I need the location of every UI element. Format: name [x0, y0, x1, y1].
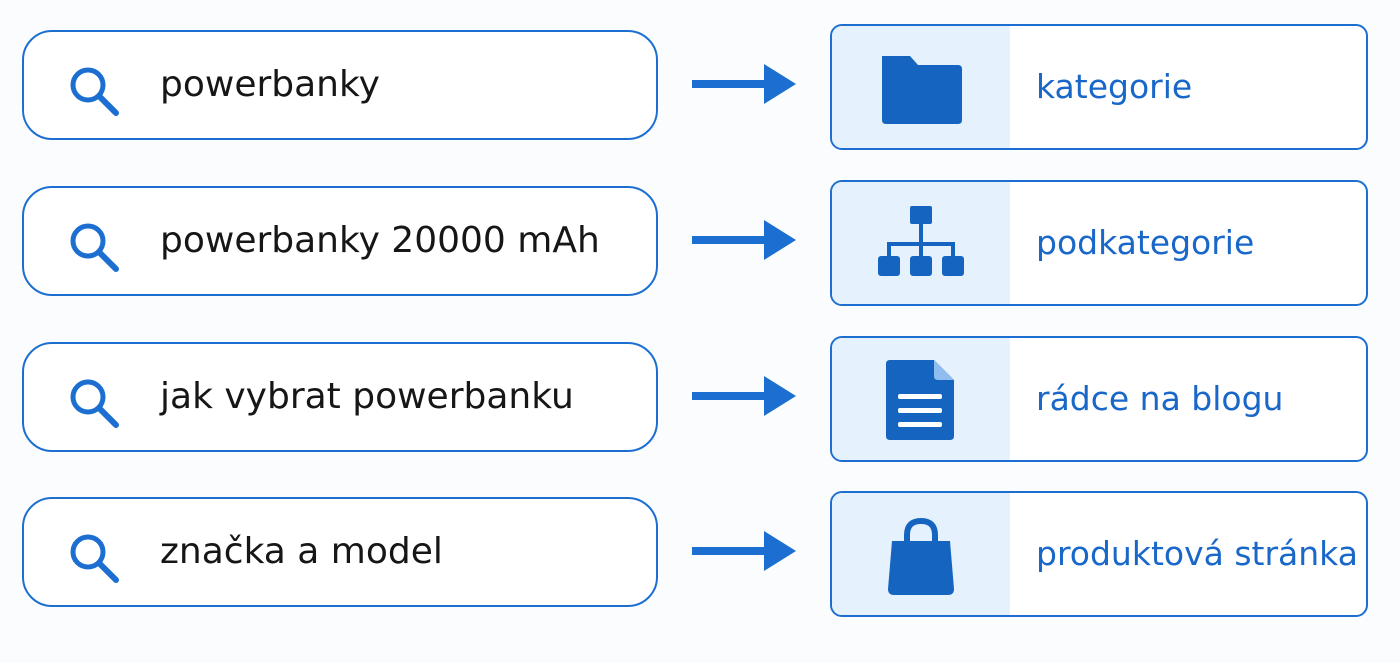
arrow-right-icon — [692, 376, 796, 416]
search-query-text: značka a model — [160, 531, 443, 572]
mapping-row-product: značka a model produktová stránka — [0, 491, 1400, 617]
mapping-row-subcategory: powerbanky 20000 mAh podkategorie — [0, 180, 1400, 306]
search-icon — [70, 534, 119, 583]
arrow-right-icon — [692, 531, 796, 571]
search-query-box: powerbanky 20000 mAh — [22, 186, 658, 296]
mapping-row-category: powerbanky kategorie — [0, 24, 1400, 150]
search-icon — [70, 223, 119, 272]
target-page-box: produktová stránka — [830, 491, 1368, 617]
target-page-box: podkategorie — [830, 180, 1368, 306]
hierarchy-icon — [878, 206, 964, 276]
target-page-label: produktová stránka — [1036, 534, 1358, 573]
target-page-box: rádce na blogu — [830, 336, 1368, 462]
arrow-right-icon — [692, 64, 796, 104]
search-icon — [70, 67, 119, 116]
search-icon — [70, 379, 119, 428]
search-query-text: powerbanky — [160, 64, 380, 105]
search-query-box: jak vybrat powerbanku — [22, 342, 658, 452]
folder-icon — [882, 56, 962, 124]
target-page-label: kategorie — [1036, 67, 1193, 106]
icon-panel — [832, 26, 1010, 148]
search-query-box: powerbanky — [22, 30, 658, 140]
target-page-box: kategorie — [830, 24, 1368, 150]
search-query-text: jak vybrat powerbanku — [160, 376, 574, 417]
icon-panel — [832, 338, 1010, 460]
target-page-label: rádce na blogu — [1036, 379, 1284, 418]
shopping-bag-icon — [888, 517, 954, 595]
document-icon — [886, 360, 954, 440]
search-query-box: značka a model — [22, 497, 658, 607]
mapping-row-blog: jak vybrat powerbanku rádce na blogu — [0, 336, 1400, 462]
icon-panel — [832, 182, 1010, 304]
icon-panel — [832, 493, 1010, 615]
target-page-label: podkategorie — [1036, 223, 1255, 262]
arrow-right-icon — [692, 220, 796, 260]
search-query-text: powerbanky 20000 mAh — [160, 220, 600, 261]
